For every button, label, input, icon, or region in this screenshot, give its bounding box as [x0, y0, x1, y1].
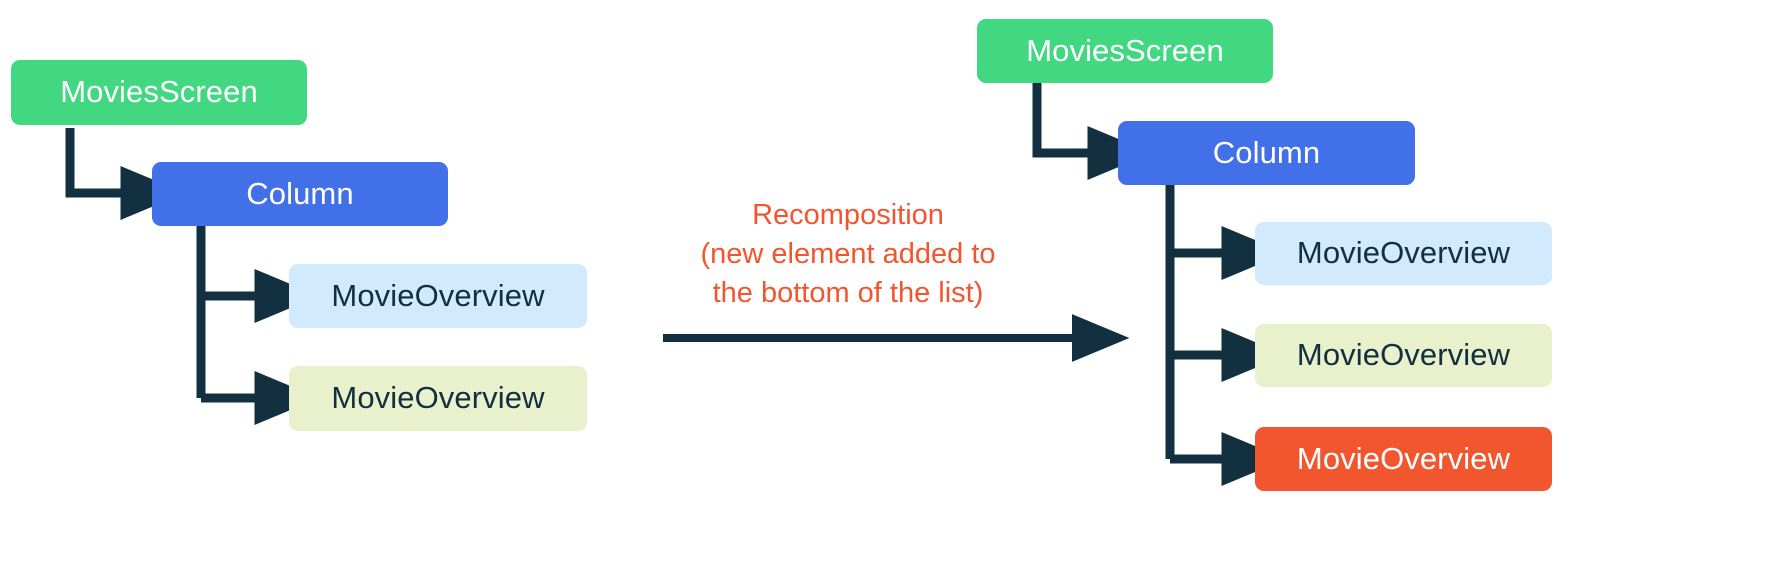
left-edge-screen-to-column: [65, 128, 186, 220]
after-node-column[interactable]: Column: [1118, 121, 1415, 185]
before-node-movie-overview-1[interactable]: MovieOverview: [289, 264, 587, 328]
after-node-movies-screen[interactable]: MoviesScreen: [977, 19, 1273, 83]
recomposition-label: Recomposition (new element added to the …: [700, 199, 996, 309]
after-node-movie-overview-1[interactable]: MovieOverview: [1255, 222, 1552, 285]
after-node-movie-overview-2[interactable]: MovieOverview: [1255, 324, 1552, 387]
after-node-movie-overview-3-new[interactable]: MovieOverview: [1255, 427, 1552, 491]
right-edge-screen-to-column: [1032, 81, 1153, 180]
before-node-movies-screen[interactable]: MoviesScreen: [11, 60, 307, 125]
before-node-column[interactable]: Column: [152, 162, 448, 226]
before-node-movie-overview-2[interactable]: MovieOverview: [289, 366, 587, 431]
